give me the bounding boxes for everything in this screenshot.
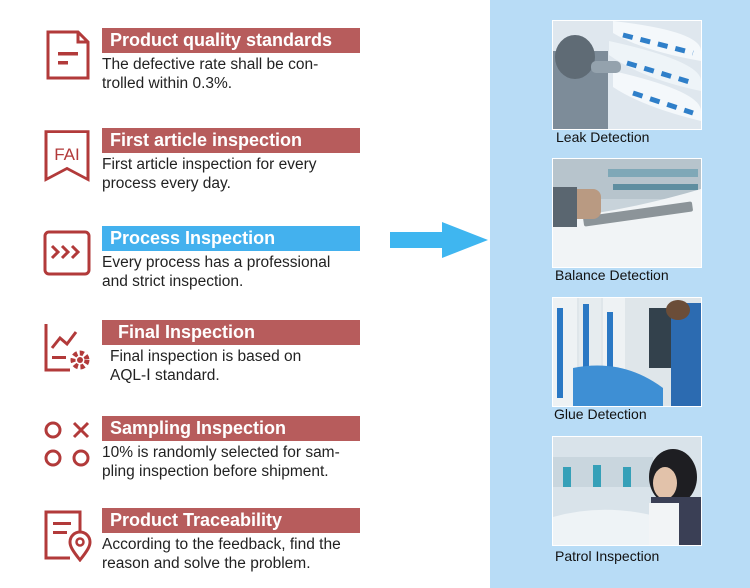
balance-detection-photo [552,158,702,268]
item-title: First article inspection [102,128,360,153]
item-title: Final Inspection [102,320,360,345]
photo-caption: Leak Detection [556,129,650,145]
photo-caption: Balance Detection [555,267,669,283]
item-title: Product quality standards [102,28,360,53]
leak-detection-photo [552,20,702,130]
glue-detection-photo [552,297,702,407]
photo-caption: Glue Detection [554,406,647,422]
item-description: 10% is randomly selected for sam-pling i… [102,444,340,480]
svg-text:FAI: FAI [54,145,80,164]
item-title: Process Inspection [102,226,360,251]
left-panel [0,0,490,588]
document-icon [40,28,94,82]
item-title: Sampling Inspection [102,416,360,441]
patrol-inspection-photo [552,436,702,546]
item-title: Product Traceability [102,508,360,533]
item-description: The defective rate shall be con-trolled … [102,56,319,92]
sampling-xo-icon [40,416,94,470]
photo-caption: Patrol Inspection [555,548,660,564]
fai-tag-icon: FAI [40,128,94,182]
right-arrow-icon [390,222,490,258]
process-arrows-icon [40,226,94,280]
chart-gear-icon [40,320,94,374]
traceability-icon [40,508,94,562]
